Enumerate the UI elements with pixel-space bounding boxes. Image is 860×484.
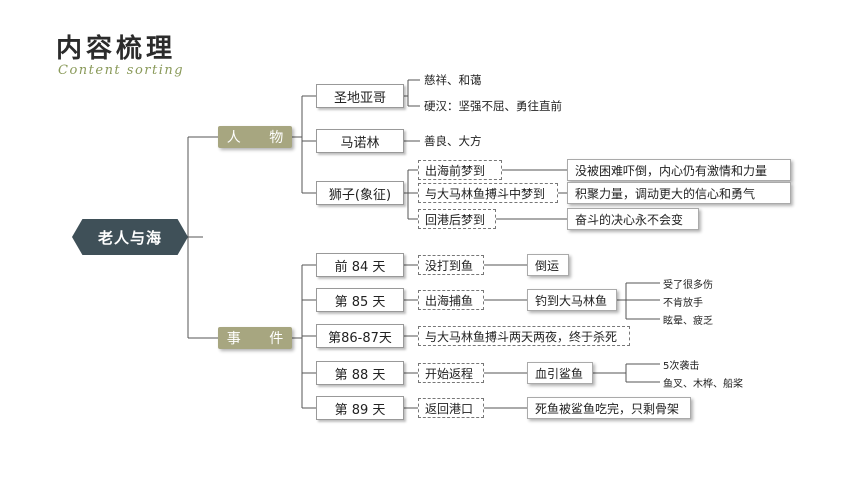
character-manolin: 马诺林 (316, 129, 404, 153)
lion-dream: 出海前梦到 (418, 160, 502, 180)
link-days-to-events (404, 264, 418, 409)
link-events-to-days (292, 264, 316, 409)
dream-meaning: 没被困难吓倒，内心仍有激情和力量 (567, 159, 791, 181)
root-node: 老人与海 (72, 219, 188, 255)
santiago-trait: 硬汉：坚强不屈、勇往直前 (424, 99, 562, 113)
event-action: 与大马林鱼搏斗两天两夜，终于杀死 (418, 326, 630, 346)
lion-dream: 回港后梦到 (418, 209, 496, 229)
event-result: 钓到大马林鱼 (527, 289, 617, 311)
event-day: 第 85 天 (316, 288, 404, 312)
category-characters: 人 物 (218, 126, 292, 148)
event-detail: 鱼叉、木桦、船桨 (663, 379, 743, 390)
link-day85-details (617, 282, 660, 320)
link-day88-details (593, 363, 660, 383)
event-action: 没打到鱼 (418, 255, 484, 275)
link-root-to-categories (187, 136, 218, 339)
event-day: 前 84 天 (316, 253, 404, 277)
event-detail: 受了很多伤 (663, 280, 713, 291)
dream-meaning: 奋斗的决心永不会变 (567, 208, 699, 230)
event-result: 血引鲨鱼 (527, 362, 593, 384)
event-result: 倒运 (527, 254, 569, 276)
event-detail: 不肯放手 (663, 298, 703, 309)
event-action: 返回港口 (418, 398, 484, 418)
event-day: 第86-87天 (316, 324, 404, 348)
manolin-trait: 善良、大方 (424, 134, 482, 148)
santiago-trait: 慈祥、和蔼 (424, 73, 482, 87)
event-detail: 5次袭击 (663, 361, 700, 372)
event-day: 第 89 天 (316, 396, 404, 420)
character-lion-symbol: 狮子(象征) (316, 181, 404, 205)
event-detail: 眩晕、疲乏 (663, 316, 713, 327)
link-characters-to-items (292, 95, 316, 194)
event-action: 开始返程 (418, 363, 484, 383)
lion-dream: 与大马林鱼搏斗中梦到 (418, 183, 558, 203)
link-events-to-results (484, 264, 527, 409)
dream-meaning: 积聚力量，调动更大的信心和勇气 (567, 182, 791, 204)
link-dream-meanings (496, 169, 567, 220)
character-santiago: 圣地亚哥 (316, 84, 404, 108)
page-title: 内容梳理 (56, 34, 177, 64)
event-result: 死鱼被鲨鱼吃完，只剩骨架 (527, 397, 691, 419)
page-subtitle: Content sorting (58, 63, 185, 78)
link-lion-dreams (404, 169, 418, 220)
event-day: 第 88 天 (316, 361, 404, 385)
category-events: 事 件 (218, 327, 292, 349)
link-santiago-traits (404, 79, 420, 107)
event-action: 出海捕鱼 (418, 290, 484, 310)
